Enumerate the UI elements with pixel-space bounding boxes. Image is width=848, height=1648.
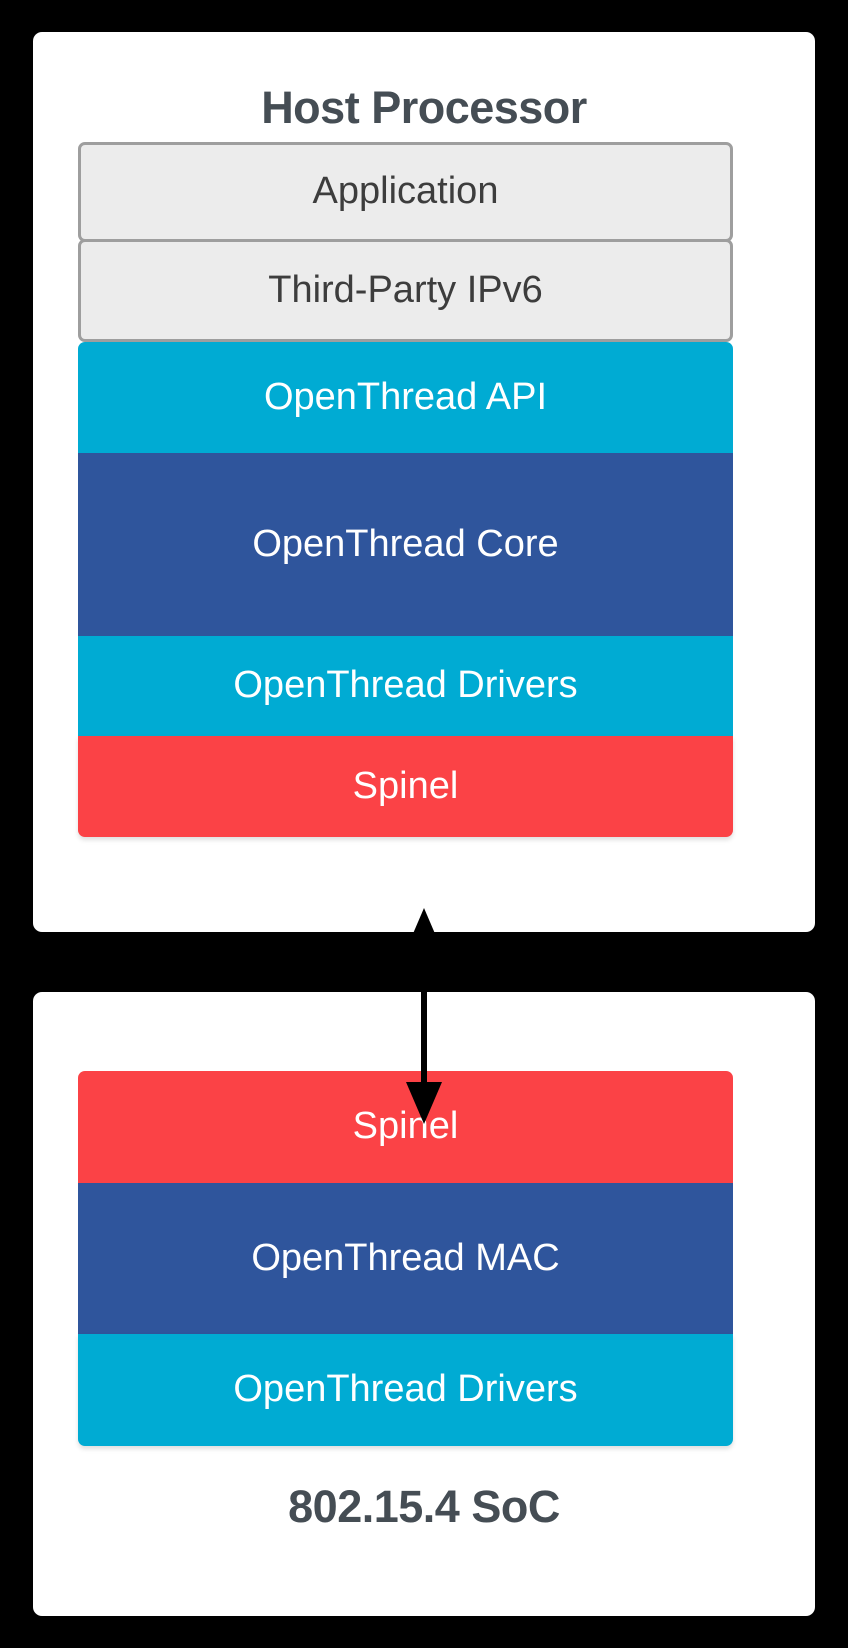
panel-host-processor: Host Processor Application Third-Party I… xyxy=(33,32,815,932)
layer-label-openthread-drivers-soc: OpenThread Drivers xyxy=(233,1368,578,1411)
layer-label-openthread-mac: OpenThread MAC xyxy=(251,1236,560,1279)
layer-application: Application xyxy=(78,142,733,242)
layer-stack-host-processor: Application Third-Party IPv6 OpenThread … xyxy=(78,142,733,837)
panel-title-802-15-4-soc: 802.15.4 SoC xyxy=(288,1481,560,1532)
layer-spinel-host: Spinel xyxy=(78,736,733,837)
panel-title-host-processor: Host Processor xyxy=(261,82,587,133)
arrow-head-down-icon xyxy=(406,1082,442,1124)
arrow-head-up-icon xyxy=(406,908,442,950)
layer-label-spinel-host: Spinel xyxy=(352,764,459,807)
layer-label-openthread-api: OpenThread API xyxy=(263,375,548,418)
layer-openthread-core: OpenThread Core xyxy=(78,453,733,636)
layer-spinel-soc: Spinel xyxy=(78,1071,733,1183)
layer-label-openthread-drivers-host: OpenThread Drivers xyxy=(233,664,578,707)
layer-openthread-api: OpenThread API xyxy=(78,342,733,453)
spinel-link-arrow xyxy=(406,908,442,1124)
layer-label-openthread-core: OpenThread Core xyxy=(252,522,559,565)
layer-stack-soc: Spinel OpenThread MAC OpenThread Drivers xyxy=(78,1071,733,1446)
layer-label-third-party-ipv6: Third-Party IPv6 xyxy=(268,268,543,311)
layer-label-application: Application xyxy=(312,170,499,213)
layer-openthread-drivers-host: OpenThread Drivers xyxy=(78,636,733,736)
layer-openthread-drivers-soc: OpenThread Drivers xyxy=(78,1334,733,1446)
layer-openthread-mac: OpenThread MAC xyxy=(78,1183,733,1334)
layer-third-party-ipv6: Third-Party IPv6 xyxy=(78,239,733,342)
